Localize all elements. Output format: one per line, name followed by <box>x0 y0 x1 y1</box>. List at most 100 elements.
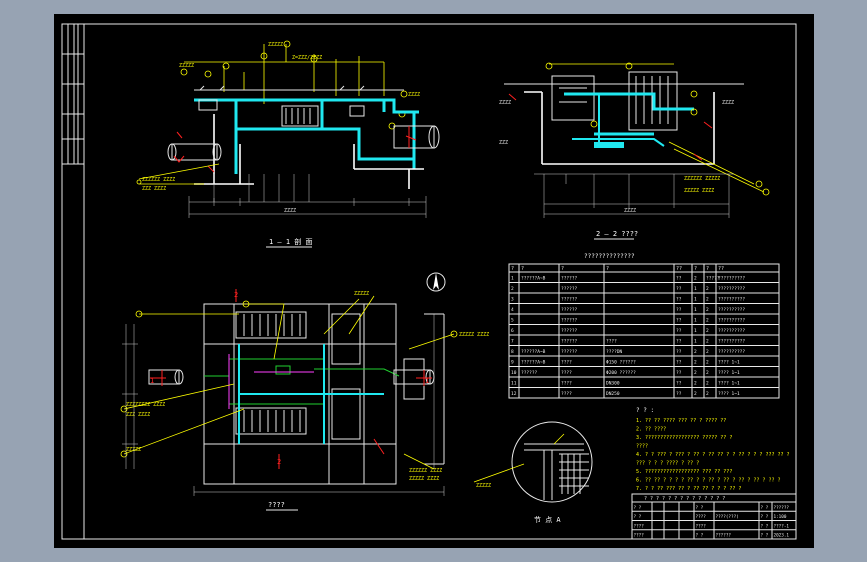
table-cell: ?????????? <box>718 286 745 292</box>
table-cell: Φ200 ?????? <box>606 370 636 376</box>
table-cell: ???? <box>561 360 572 366</box>
north-arrow-icon <box>426 272 446 292</box>
table-cell: ???? 1~1 <box>718 360 740 366</box>
svg-text:Z=ZZZ/ZZZZ: Z=ZZZ/ZZZZ <box>292 55 322 61</box>
table-cell: 11 <box>511 381 517 387</box>
table-cell: 2 <box>706 286 709 292</box>
svg-text:ZZZZZ: ZZZZZ <box>179 63 194 69</box>
table-cell: 1 <box>694 328 697 334</box>
svg-text:ZZZZZZ ZZZZZ: ZZZZZZ ZZZZZ <box>684 176 720 182</box>
table-cell: ?????? <box>561 318 578 324</box>
table-cell: 1 <box>694 297 697 303</box>
section-1-1-view: ZZZZZ Z=ZZZ/ZZZZ ZZZZZ ZZZZ <box>136 40 440 248</box>
table-cell: ??????A~B <box>521 276 546 282</box>
note-line: 1. ?? ?? ???? ??? ?? ? ???? ?? <box>636 418 726 424</box>
table-cell: ?????? <box>561 297 578 303</box>
table-cell: 2 <box>694 276 697 282</box>
title-block-cell: ? ? <box>761 533 769 539</box>
table-cell: ???? <box>606 339 617 345</box>
title-block-cell: ???? <box>634 523 645 529</box>
note-line: ???? <box>636 444 648 450</box>
svg-text:ZZZZZ: ZZZZZ <box>354 291 369 297</box>
drawing-sheet: ZZZZZ Z=ZZZ/ZZZZ ZZZZZ ZZZZ <box>54 14 814 548</box>
table-cell: 2 <box>694 391 697 397</box>
svg-text:ZZZ ZZZZ: ZZZ ZZZZ <box>126 412 150 418</box>
table-cell: 7 <box>511 339 514 345</box>
table-cell: 2 <box>694 360 697 366</box>
title-block-cell: ? ? <box>634 505 642 511</box>
table-cell: ?? <box>676 276 682 282</box>
table-cell: ?? <box>676 297 682 303</box>
table-header-cell: ?? <box>718 266 724 272</box>
table-cell: 2 <box>706 370 709 376</box>
equipment-table: ?????????????? ??????????1??????A~B?????… <box>508 253 780 399</box>
table-cell: 2 <box>706 339 709 345</box>
table-cell: DN300 <box>606 381 620 387</box>
note-line: 6. ?? ?? ? ? ? ? ?? ? ? ?? ? ?? ? ?? ? ?… <box>636 478 781 484</box>
table-cell: 2 <box>694 381 697 387</box>
table-header-cell: ?? <box>676 266 682 272</box>
svg-text:ZZZ ZZZZ: ZZZ ZZZZ <box>142 186 166 192</box>
table-cell: ?????????? <box>718 328 745 334</box>
left-binding-strip <box>62 24 84 165</box>
title-block-header: ? ? ? ? ? ? ? ? ? ? ? ? ? ? <box>644 496 725 502</box>
table-cell: 9 <box>511 360 514 366</box>
svg-text:ZZZZ: ZZZZ <box>284 208 296 214</box>
table-cell: 2 <box>706 318 709 324</box>
table-cell: ?????? <box>561 286 578 292</box>
title-block-cell: ???? <box>634 533 645 539</box>
table-cell: 2 <box>694 370 697 376</box>
table-cell: 1 <box>694 339 697 345</box>
table-cell: 2 <box>511 286 514 292</box>
table-cell: ?? <box>676 328 682 334</box>
table-cell: ?????????? <box>718 297 745 303</box>
svg-text:ZZZZZ: ZZZZZ <box>476 483 491 489</box>
note-line: ??? ? ? ? ???? ? ?? ? <box>636 461 699 467</box>
inner-frame <box>83 23 797 540</box>
table-cell: ?????????? <box>718 276 745 282</box>
svg-text:ZZZ: ZZZ <box>499 140 508 146</box>
svg-text:ZZZZZZZZ ZZZZ: ZZZZZZZZ ZZZZ <box>126 402 165 408</box>
detail-a-view: ZZZZZ 节 点 A <box>473 421 593 524</box>
equipment-table-title: ?????????????? <box>584 253 635 260</box>
table-cell: ?????????? <box>718 339 745 345</box>
title-block-cell: ????(???) <box>716 514 739 520</box>
svg-text:ZZZZZZ ZZZZ: ZZZZZZ ZZZZ <box>142 177 175 183</box>
table-cell: ?????? <box>561 307 578 313</box>
table-cell: ?? <box>676 391 682 397</box>
table-header-cell: ? <box>511 266 514 272</box>
table-header-cell: ? <box>606 266 609 272</box>
table-cell: ?? <box>676 381 682 387</box>
svg-text:ZZZZZ ZZZZ: ZZZZZ ZZZZ <box>459 332 489 338</box>
table-cell: 1 <box>694 307 697 313</box>
table-cell: ?? <box>676 360 682 366</box>
table-cell: 2 <box>706 349 709 355</box>
section-1-1-title: 1 — 1 剖 面 <box>269 237 313 246</box>
title-block-cell: 2023.1 <box>774 533 790 539</box>
table-header-cell: ? <box>561 266 564 272</box>
table-cell: ?? <box>676 318 682 324</box>
table-cell: 2 <box>706 297 709 303</box>
table-cell: Φ150 ?????? <box>606 360 636 366</box>
table-cell: ?? <box>676 286 682 292</box>
table-cell: 2 <box>694 349 697 355</box>
detail-a-title: 节 点 A <box>534 516 561 524</box>
title-block-cell: ? ? <box>761 523 769 529</box>
title-block-cell: ? ? <box>761 505 769 511</box>
table-cell: ?????? <box>561 339 578 345</box>
title-block-cell: ???? <box>696 514 707 520</box>
section-2-2-view: ZZZZZZ ZZZZZ ZZZZZ ZZZZ ZZZZ ZZZ ZZZZ ZZ… <box>499 62 770 240</box>
table-cell: 5 <box>511 318 514 324</box>
svg-text:ZZZZ: ZZZZ <box>499 100 511 106</box>
section-marker-1-left: 1 <box>150 377 154 385</box>
note-line: 2. ?? ???? <box>636 427 666 433</box>
note-line: 7. ? ? ?? ??? ?? ? ?? ?? ? ? ? ?? ? <box>636 486 741 492</box>
cad-canvas[interactable]: ZZZZZ Z=ZZZ/ZZZZ ZZZZZ ZZZZ <box>54 14 814 548</box>
table-cell: 2 <box>706 328 709 334</box>
table-cell: 8 <box>511 349 514 355</box>
table-cell: 12 <box>511 391 517 397</box>
table-cell: ?????????? <box>718 318 745 324</box>
table-cell: ?????????? <box>718 349 745 355</box>
table-cell: 10 <box>511 370 517 376</box>
title-block-cell: ? ? <box>634 514 642 520</box>
